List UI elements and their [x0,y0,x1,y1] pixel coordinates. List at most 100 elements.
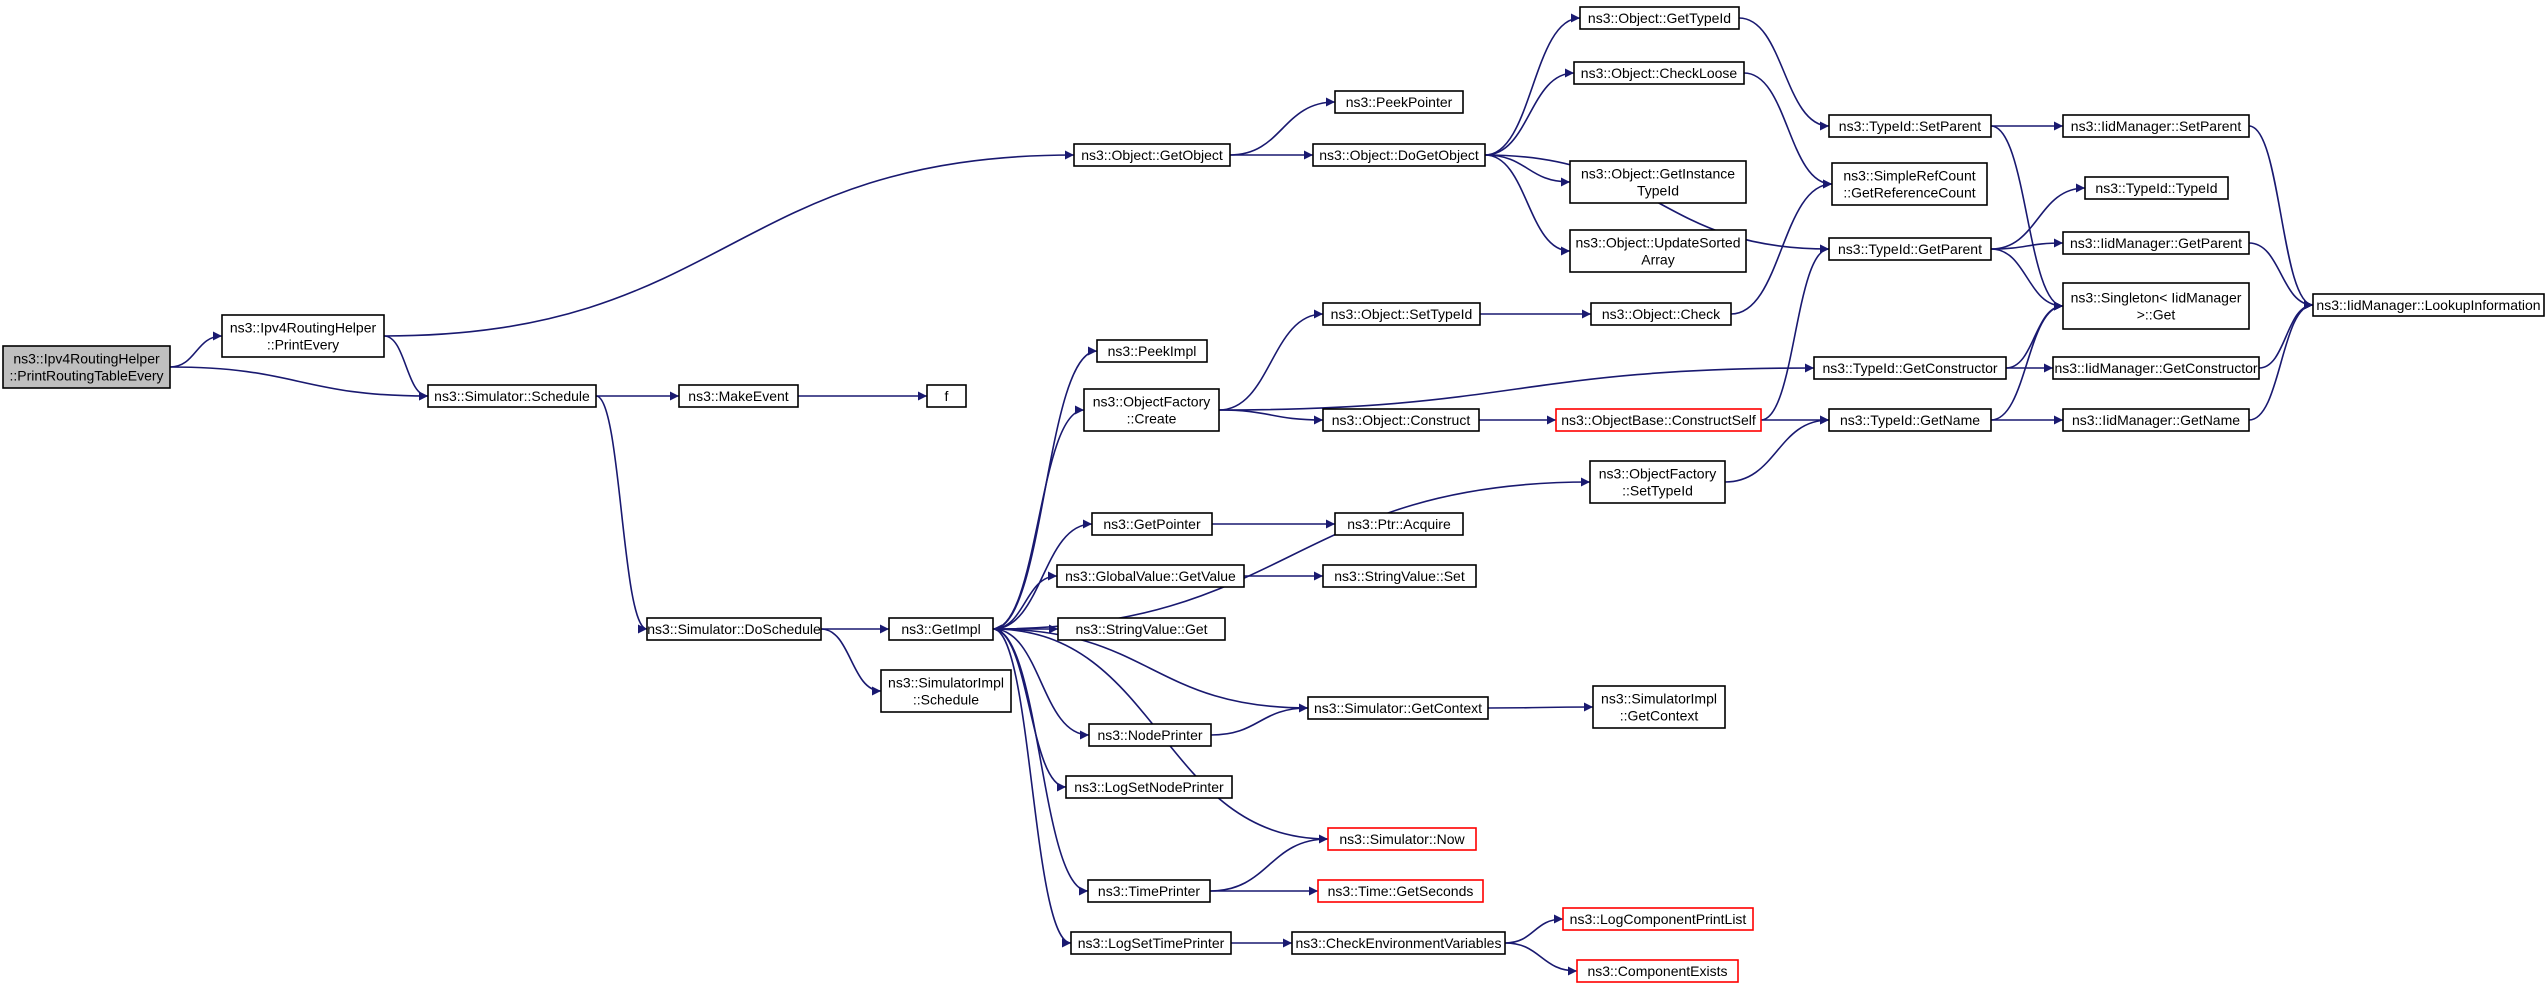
node-label: ns3::Simulator::DoSchedule [647,621,821,637]
function-node-schedule[interactable]: ns3::Simulator::Schedule [427,384,597,408]
node-box [926,384,967,408]
node-box [1087,879,1211,903]
function-node-simulatorGetContext[interactable]: ns3::Simulator::GetContext [1307,696,1489,720]
function-node-nodePrinter[interactable]: ns3::NodePrinter [1088,723,1212,747]
function-node-globalValueGetValue[interactable]: ns3::GlobalValue::GetValue [1056,564,1245,588]
function-node-typeIdTypeId[interactable]: ns3::TypeId::TypeId [2084,176,2229,200]
node-label: ::GetContext [1620,708,1699,724]
call-edge-timePrinter-to-simulatorNow [1209,834,1329,892]
node-label: ::Create [1127,411,1177,427]
call-arrow [992,628,1089,896]
node-label: f [945,388,949,404]
function-node-getPointer[interactable]: ns3::GetPointer [1091,512,1213,536]
function-node-logSetTimePrinter[interactable]: ns3::LogSetTimePrinter [1070,931,1232,955]
node-box [888,617,994,641]
function-node-doGetObject[interactable]: ns3::Object::DoGetObject [1312,143,1486,167]
node-box [2,345,171,389]
call-arrow [992,628,1072,948]
node-label: ns3::IidManager::GetConstructor [2054,360,2257,376]
function-node-logSetNodePrinter[interactable]: ns3::LogSetNodePrinter [1065,775,1233,799]
call-edge-typeIdGetName-to-singletonGet [1990,301,2064,421]
function-node-constructSelf[interactable]: ns3::ObjectBase::ConstructSelf [1555,408,1762,432]
function-node-iidGetParent[interactable]: ns3::IidManager::GetParent [2062,231,2250,255]
node-label: ns3::PeekImpl [1108,343,1197,359]
node-box [1312,143,1486,167]
node-label: ns3::TypeId::GetParent [1838,241,1982,257]
call-edge-checkEnvVars-to-componentExists [1504,942,1578,976]
function-node-getTypeId[interactable]: ns3::Object::GetTypeId [1579,6,1740,30]
node-label: ns3::Singleton< IidManager [2071,290,2242,306]
function-node-componentExists[interactable]: ns3::ComponentExists [1576,959,1739,983]
call-arrow [1484,13,1581,156]
node-label: ns3::LogSetTimePrinter [1078,935,1225,951]
node-box [1813,356,2007,380]
function-node-logComponentPrintList[interactable]: ns3::LogComponentPrintList [1562,907,1754,931]
call-arrow [992,628,1090,740]
call-arrow [1730,179,1833,315]
function-node-simulatorImplSchedule[interactable]: ns3::SimulatorImpl::Schedule [880,669,1012,713]
call-arrow [2248,125,2314,310]
node-box [1831,162,1988,206]
function-node-makeEvent[interactable]: ns3::MakeEvent [678,384,799,408]
function-node-stringValueSet[interactable]: ns3::StringValue::Set [1322,564,1477,588]
function-node-timePrinter[interactable]: ns3::TimePrinter [1087,879,1211,903]
node-label: ns3::Object::CheckLoose [1581,65,1738,81]
call-arrow [1487,702,1594,712]
function-node-iidGetName[interactable]: ns3::IidManager::GetName [2062,408,2250,432]
function-node-f[interactable]: f [926,384,967,408]
node-box [2062,231,2250,255]
function-node-simulatorImplGetContext[interactable]: ns3::SimulatorImpl::GetContext [1592,685,1726,729]
call-arrow [1990,248,2064,311]
node-label: ns3::MakeEvent [688,388,788,404]
function-node-objectSetTypeId[interactable]: ns3::Object::SetTypeId [1322,302,1481,326]
function-node-stringValueGet[interactable]: ns3::StringValue::Get [1057,617,1226,641]
function-node-doSchedule[interactable]: ns3::Simulator::DoSchedule [646,617,822,641]
node-box [1828,114,1992,138]
call-edge-typeIdGetParent-to-typeIdTypeId [1990,183,2086,250]
node-box [1070,931,1232,955]
function-node-getReferenceCount[interactable]: ns3::SimpleRefCount::GetReferenceCount [1831,162,1988,206]
node-box [1589,460,1726,504]
function-node-peekPointer[interactable]: ns3::PeekPointer [1334,90,1464,114]
node-label: ns3::Ptr::Acquire [1347,516,1451,532]
node-box [678,384,799,408]
function-node-simulatorNow[interactable]: ns3::Simulator::Now [1327,827,1477,851]
node-label: ns3::Object::GetTypeId [1588,10,1731,26]
function-node-lookupInformation[interactable]: ns3::IidManager::LookupInformation [2312,293,2545,317]
call-arrow [992,519,1093,630]
call-arrow [1760,244,1830,421]
function-node-getObject[interactable]: ns3::Object::GetObject [1073,143,1231,167]
function-node-getImpl[interactable]: ns3::GetImpl [888,617,994,641]
function-node-timeGetSeconds[interactable]: ns3::Time::GetSeconds [1317,879,1484,903]
function-node-typeIdGetConstructor[interactable]: ns3::TypeId::GetConstructor [1813,356,2007,380]
call-edge-schedule-to-doSchedule [595,395,648,634]
call-edge-getImpl-to-logSetTimePrinter [992,628,1072,948]
function-node-typeIdGetParent[interactable]: ns3::TypeId::GetParent [1828,237,1992,261]
node-box [1569,160,1747,204]
call-edge-objectFactoryCreate-to-typeIdGetConstructor [1218,363,1815,411]
call-arrow [2248,300,2314,421]
function-node-objectConstruct[interactable]: ns3::Object::Construct [1322,408,1480,432]
call-edge-getImpl-to-timePrinter [992,628,1089,896]
function-node-ptrAcquire[interactable]: ns3::Ptr::Acquire [1334,512,1464,536]
call-edge-objectFactoryCreate-to-objectSetTypeId [1218,309,1324,411]
function-node-objectCheck[interactable]: ns3::Object::Check [1590,302,1732,326]
function-node-peekImpl[interactable]: ns3::PeekImpl [1096,339,1208,363]
node-label: ::PrintRoutingTableEvery [9,368,163,384]
function-node-checkLoose[interactable]: ns3::Object::CheckLoose [1573,61,1745,85]
node-label: ::SetTypeId [1622,483,1693,499]
call-arrow [1724,415,1830,483]
function-node-printEvery[interactable]: ns3::Ipv4RoutingHelper::PrintEvery [221,314,385,358]
function-node-checkEnvVars[interactable]: ns3::CheckEnvironmentVariables [1291,931,1506,955]
function-node-objectFactorySetTypeId[interactable]: ns3::ObjectFactory::SetTypeId [1589,460,1726,504]
function-node-singletonGet[interactable]: ns3::Singleton< IidManager>::Get [2062,282,2250,330]
function-node-objectFactoryCreate[interactable]: ns3::ObjectFactory::Create [1083,388,1220,432]
function-node-typeIdGetName[interactable]: ns3::TypeId::GetName [1828,408,1992,432]
call-arrow [1218,363,1815,411]
function-node-typeIdSetParent[interactable]: ns3::TypeId::SetParent [1828,114,1992,138]
call-edge-doGetObject-to-updateSortedArray [1484,154,1571,256]
function-node-iidGetConstructor[interactable]: ns3::IidManager::GetConstructor [2052,356,2260,380]
function-node-iidSetParent[interactable]: ns3::IidManager::SetParent [2062,114,2250,138]
